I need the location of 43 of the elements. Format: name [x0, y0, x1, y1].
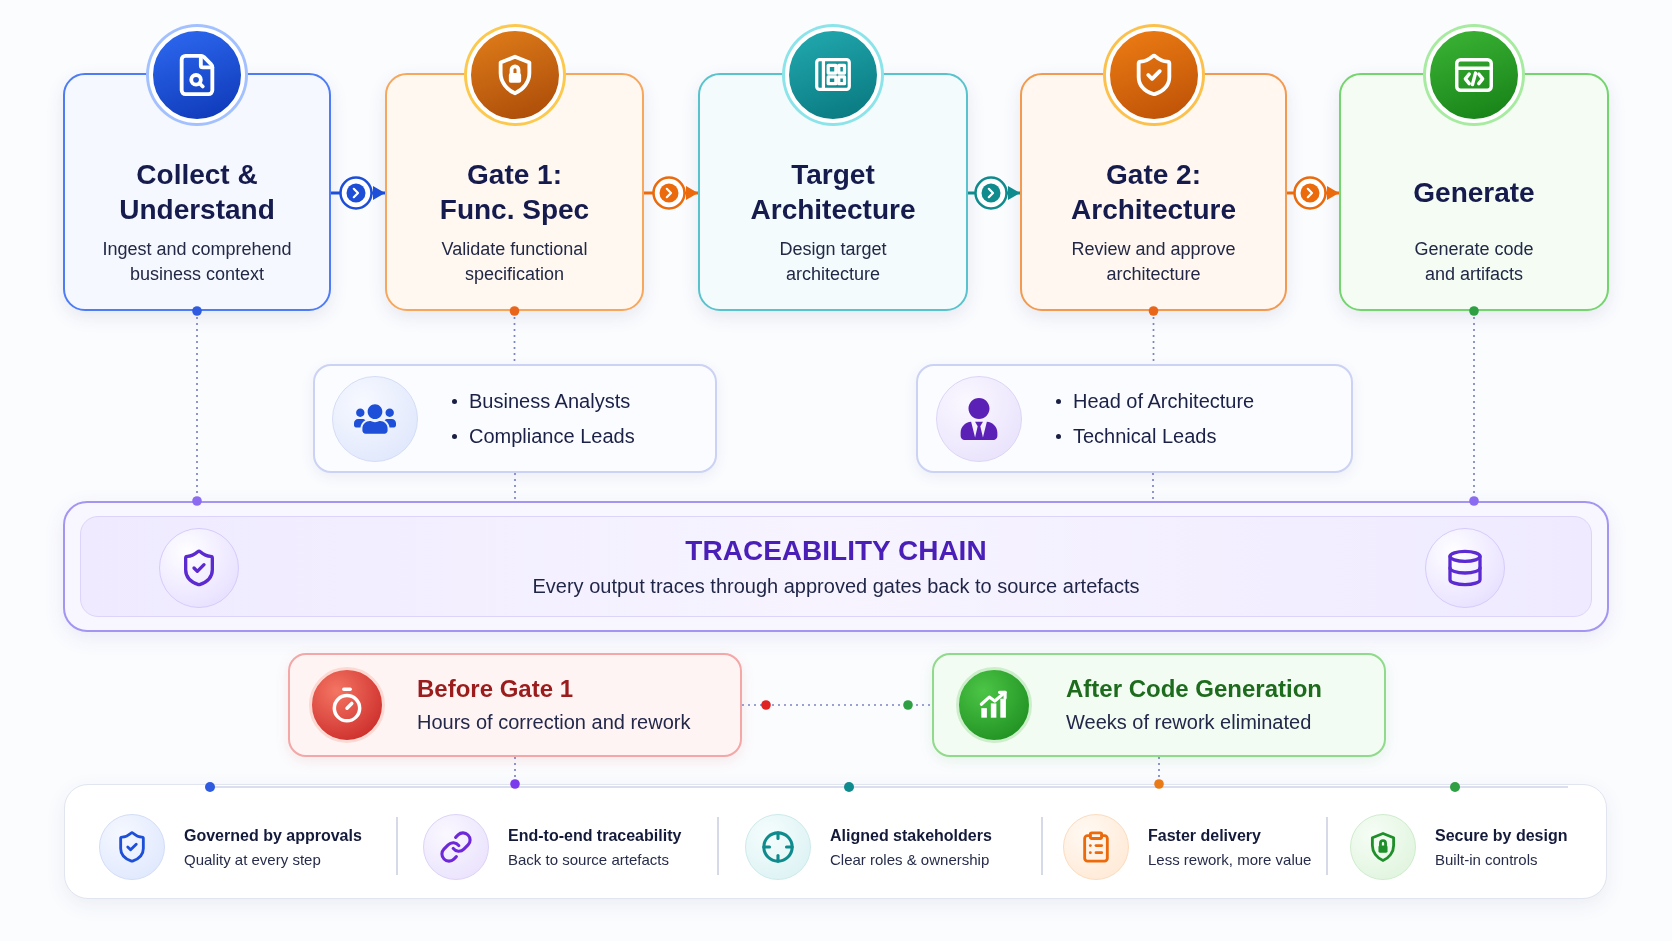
role-name: Business Analysts — [469, 389, 631, 414]
role-card — [313, 364, 717, 473]
dotted-connector — [741, 700, 933, 710]
impact-card — [932, 653, 1386, 757]
stage-description: Generate code and artifacts — [1413, 238, 1535, 286]
dotted-connector — [1469, 306, 1479, 506]
benefit-title: Aligned stakeholders — [830, 825, 992, 846]
stage-title: Collect & Understand — [118, 158, 276, 227]
stage-title: Target Architecture — [749, 158, 917, 227]
dotted-connector — [514, 472, 516, 502]
role-card — [916, 364, 1353, 473]
benefit-description: Back to source artefacts — [508, 849, 670, 870]
stage-description: Validate functional specification — [440, 238, 589, 286]
stage-title: Gate 2: Architecture — [1070, 158, 1237, 227]
impact-title: Before Gate 1 — [417, 674, 575, 704]
role-name: Head of Architecture — [1073, 389, 1255, 414]
stage-title: Generate — [1413, 175, 1535, 210]
impact-description: Weeks of rework eliminated — [1066, 710, 1313, 735]
benefit-description: Built-in controls — [1435, 849, 1539, 870]
benefit-title: Faster delivery — [1148, 825, 1262, 846]
dotted-connector — [1152, 472, 1154, 502]
stage-description: Ingest and comprehend business context — [101, 238, 293, 286]
impact-description: Hours of correction and rework — [417, 710, 691, 735]
impact-card — [288, 653, 742, 757]
dotted-connector — [510, 756, 520, 789]
role-name: Technical Leads — [1073, 424, 1217, 449]
benefit-title: Secure by design — [1435, 825, 1568, 846]
benefit-description: Quality at every step — [184, 849, 322, 870]
benefit-description: Clear roles & ownership — [830, 849, 991, 870]
benefit-title: Governed by approvals — [184, 825, 362, 846]
stage-description: Design target architecture — [778, 238, 888, 286]
benefits-panel — [64, 784, 1607, 899]
dotted-connector — [1154, 756, 1164, 789]
dotted-connector — [192, 306, 202, 506]
band-subtitle: Every output traces through approved gates back to source artefacts — [532, 573, 1140, 599]
role-name: Compliance Leads — [469, 424, 635, 449]
stage-description: Review and approve architecture — [1070, 238, 1237, 286]
benefit-description: Less rework, more value — [1148, 849, 1312, 870]
impact-title: After Code Generation — [1066, 674, 1323, 704]
band-title: TRACEABILITY CHAIN — [685, 533, 987, 568]
benefit-title: End-to-end traceability — [508, 825, 682, 846]
stage-title: Gate 1: Func. Spec — [438, 158, 591, 227]
traceability-band — [63, 501, 1609, 632]
